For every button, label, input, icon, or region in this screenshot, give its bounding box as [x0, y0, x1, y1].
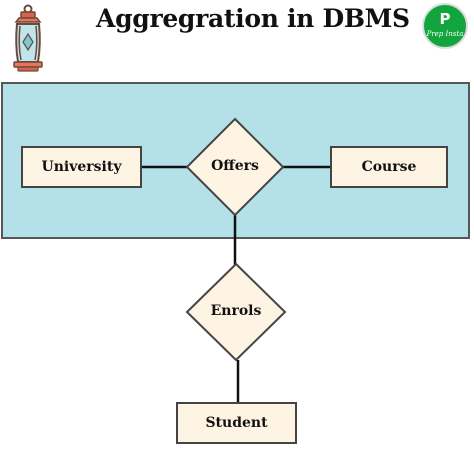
logo-letter: P — [439, 10, 451, 28]
entity-university: University — [21, 146, 142, 188]
entity-course: Course — [330, 146, 448, 188]
relationship-enrols: Enrols — [210, 303, 262, 319]
page-title: Aggregration in DBMS — [96, 4, 410, 33]
logo-text: Prep Insta — [426, 30, 464, 38]
enrols-diamond — [185, 262, 287, 362]
relationship-offers: Offers — [211, 158, 259, 174]
lantern-icon — [13, 4, 43, 72]
entity-student: Student — [176, 402, 297, 444]
prepinsta-logo: P Prep Insta — [422, 3, 468, 49]
offers-diamond — [185, 117, 285, 217]
